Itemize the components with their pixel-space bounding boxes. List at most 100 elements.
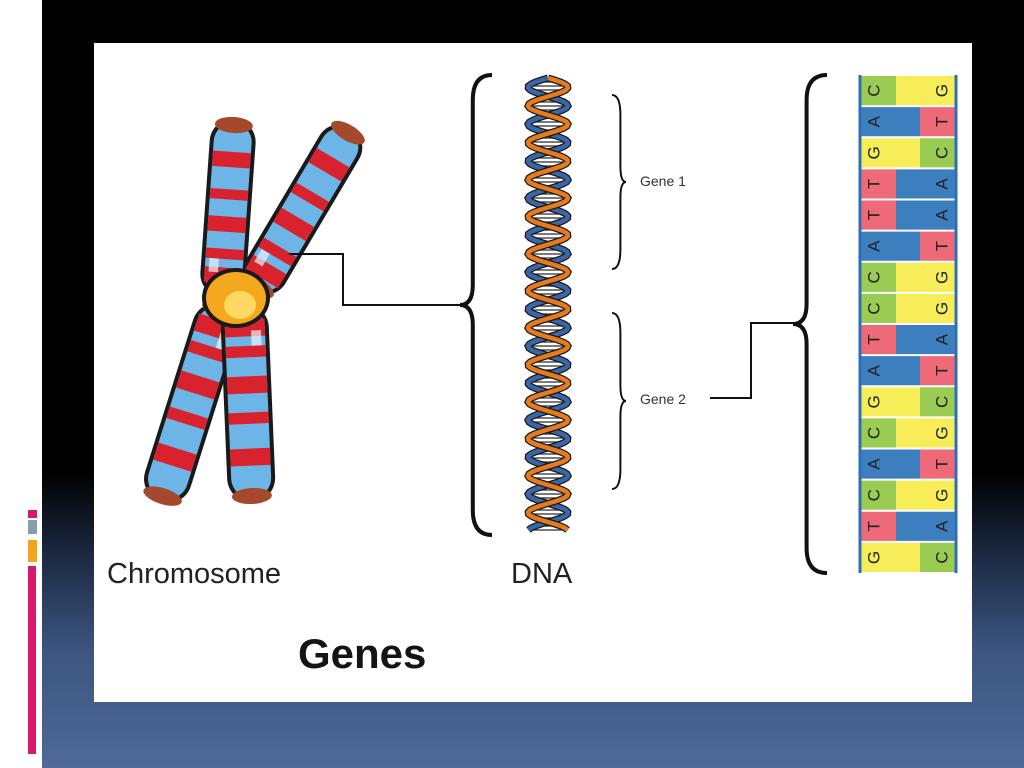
centromere-highlight [224, 291, 256, 319]
gene2-to-sequence-line [710, 322, 794, 399]
base-letter-left: T [865, 179, 884, 189]
base-letter-right: A [933, 209, 952, 221]
base-letter-right: A [933, 520, 952, 532]
base-letter-right: C [933, 551, 952, 563]
base-letter-right: G [933, 271, 952, 284]
base-block-left [860, 262, 896, 292]
vertical-bars-decoration [22, 48, 42, 120]
base-block-right [896, 325, 956, 355]
base-block-right [896, 200, 956, 230]
base-letter-left: A [865, 115, 884, 127]
gene2-brace [611, 312, 627, 490]
base-letter-right: A [933, 178, 952, 190]
base-block-right [920, 138, 956, 168]
helix-backbone-orange [525, 75, 571, 532]
base-block-left [860, 542, 920, 572]
base-letter-left: C [865, 489, 884, 501]
base-block-left [860, 387, 920, 417]
base-block-right [920, 107, 956, 137]
base-block-right [920, 356, 956, 386]
chromosome-arm-lower-right [220, 301, 276, 505]
arm-red-band [228, 411, 269, 425]
base-letter-right: G [933, 426, 952, 439]
arm-red-band [229, 447, 271, 467]
base-block-right [896, 262, 956, 292]
arm-red-band [187, 339, 230, 364]
base-block-left [860, 138, 920, 168]
base-letter-right: G [933, 84, 952, 97]
base-letter-right: C [933, 147, 952, 159]
arm-red-band [166, 406, 209, 430]
base-letter-right: G [933, 489, 952, 502]
base-block-left [860, 449, 920, 479]
base-letter-left: G [865, 146, 884, 159]
arm-red-band [273, 207, 315, 242]
base-letter-right: T [933, 365, 952, 375]
base-block-right [896, 76, 956, 106]
base-letter-left: C [865, 84, 884, 96]
base-letter-left: A [865, 364, 884, 376]
base-block-right [920, 231, 956, 261]
base-letter-right: T [933, 116, 952, 126]
base-letter-right: G [933, 302, 952, 315]
dna-double-helix [523, 74, 573, 533]
arm-red-band [209, 187, 249, 201]
base-letter-left: T [865, 334, 884, 344]
base-letter-left: A [865, 240, 884, 252]
base-block-right [920, 387, 956, 417]
left-brace-dna [459, 73, 493, 537]
base-block-right [920, 542, 956, 572]
arm-red-band [258, 237, 297, 267]
arm-red-band [211, 150, 251, 169]
base-block-right [896, 511, 956, 541]
base-block-right [896, 480, 956, 510]
base-block-left [860, 325, 896, 355]
arm-red-band [225, 345, 267, 359]
base-block-left [860, 200, 896, 230]
base-block-right [920, 449, 956, 479]
base-block-right [896, 169, 956, 199]
base-block-left [860, 231, 920, 261]
base-block-left [860, 418, 896, 448]
chromosome-label: Chromosome [107, 558, 282, 590]
gene1-brace [611, 94, 627, 270]
arm-red-band [175, 370, 220, 400]
base-block-left [860, 356, 920, 386]
arm-highlight [250, 330, 262, 346]
arm-red-band [245, 254, 287, 289]
gene-2-label: Gene 2 [640, 391, 686, 407]
arm-highlight [254, 248, 270, 267]
chromosome-illustration [143, 116, 365, 506]
base-block-left [860, 107, 920, 137]
gene-1-label: Gene 1 [640, 173, 686, 189]
arm-red-band [226, 375, 268, 395]
arm-end-cap [331, 120, 365, 145]
base-letter-right: T [933, 459, 952, 469]
base-block-left [860, 511, 896, 541]
left-brace-sequence [792, 73, 828, 575]
arm-red-band [290, 182, 330, 212]
genes-title: Genes [298, 630, 427, 677]
base-block-left [860, 293, 896, 323]
arm-red-band [153, 442, 197, 472]
base-letter-left: T [865, 210, 884, 220]
chromosome-to-dna-line [289, 253, 460, 306]
braces [459, 73, 828, 575]
base-letter-left: G [865, 395, 884, 408]
arm-red-band [205, 247, 245, 261]
base-block-left [860, 169, 896, 199]
deco-pink-square [28, 510, 37, 518]
deco-pink-bar [28, 566, 36, 754]
base-letter-left: C [865, 271, 884, 283]
deco-orange-square [28, 540, 37, 562]
chromosome-arm-lower-left [143, 300, 241, 506]
deco-gray-square [28, 520, 37, 534]
base-block-right [896, 418, 956, 448]
arm-highlight [208, 257, 219, 273]
arm-red-band [308, 148, 350, 182]
base-letter-left: C [865, 427, 884, 439]
base-block-left [860, 76, 896, 106]
